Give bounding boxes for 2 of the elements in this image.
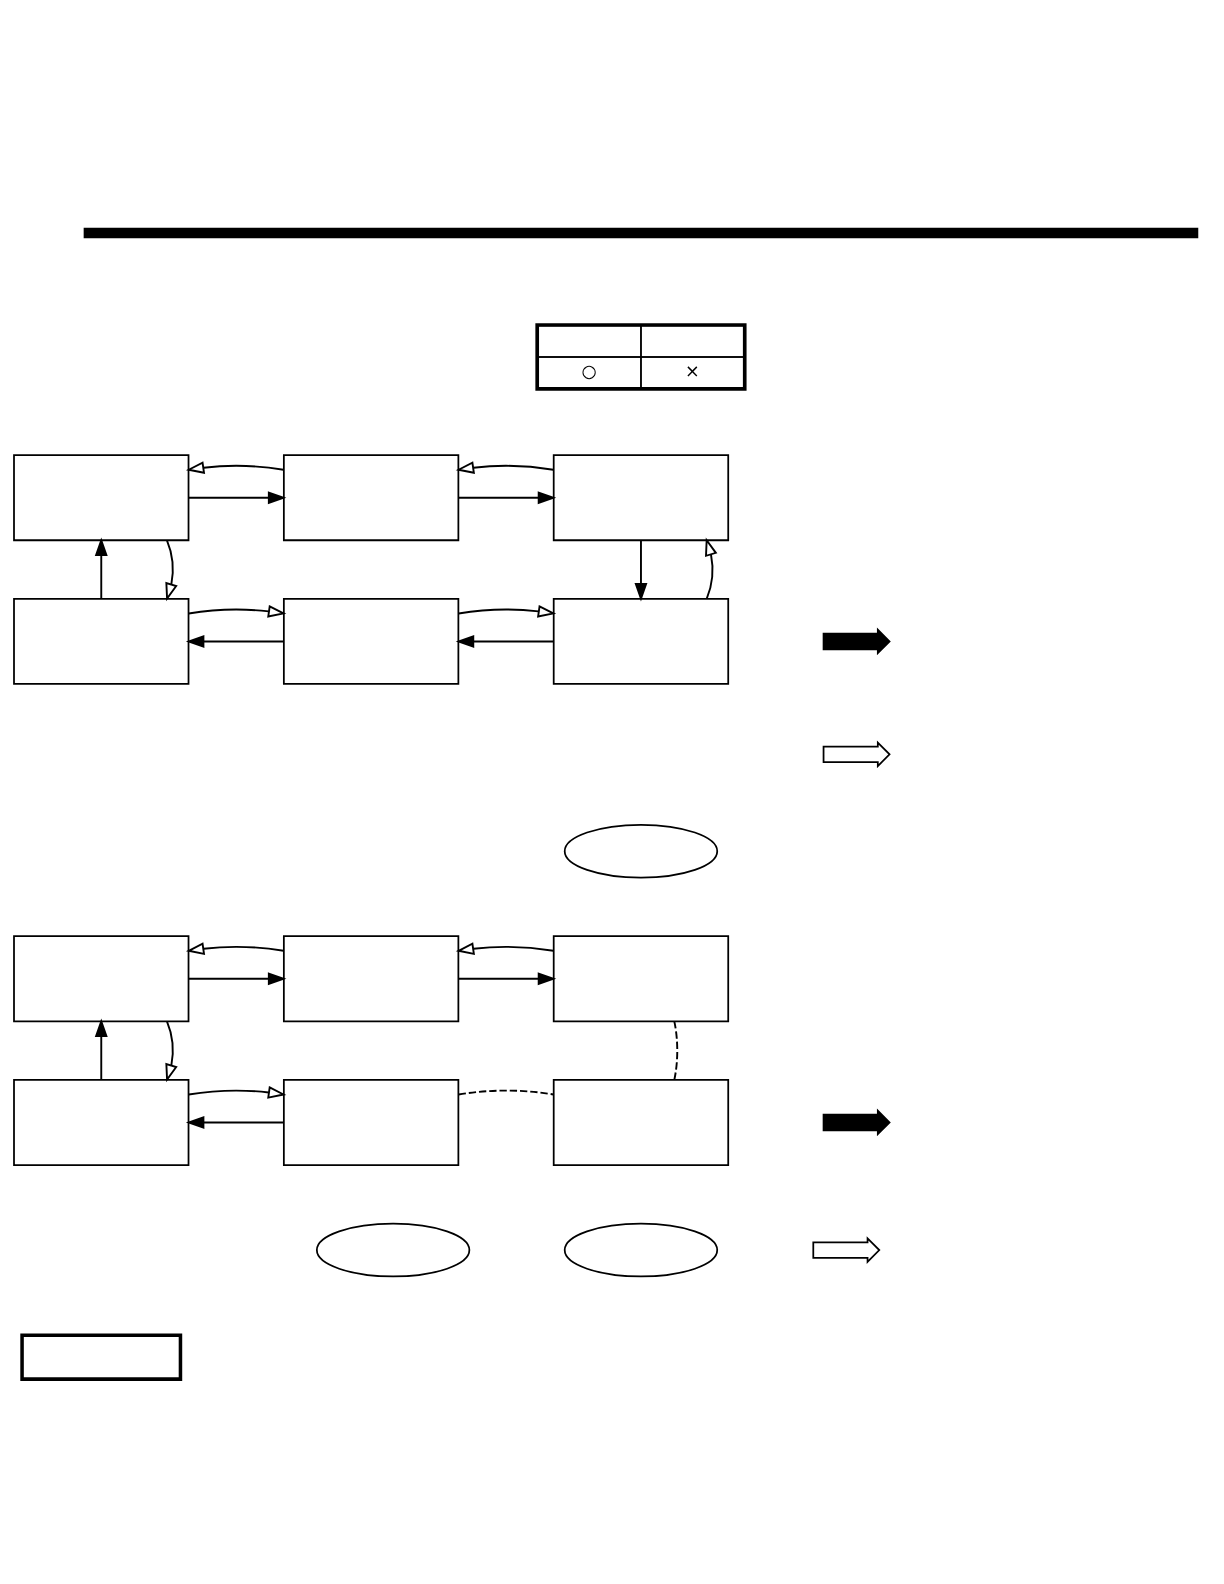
label: ○ [581, 360, 597, 381]
label: × [684, 360, 700, 381]
